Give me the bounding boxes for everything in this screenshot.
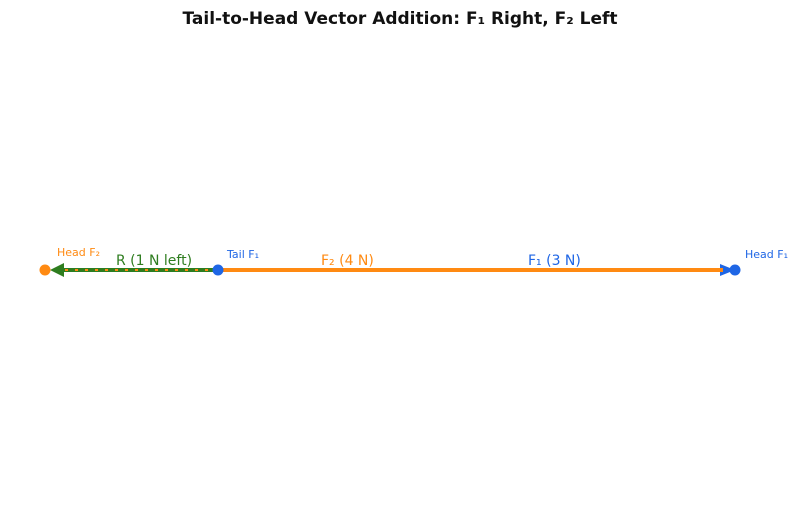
f1-label: F₁ (3 N) bbox=[528, 253, 581, 269]
f1-arrowhead-icon bbox=[720, 264, 735, 276]
head-f2-label: Head F₂ bbox=[57, 246, 100, 259]
head-f2-point bbox=[39, 264, 51, 276]
resultant-label: R (1 N left) bbox=[116, 253, 193, 269]
resultant-arrowhead-icon bbox=[50, 263, 64, 277]
tail-f1-point bbox=[212, 264, 224, 276]
tail-f1-label: Tail F₁ bbox=[227, 248, 259, 261]
head-f1-point bbox=[729, 264, 741, 276]
f2-label: F₂ (4 N) bbox=[321, 253, 374, 269]
diagram-title: Tail-to-Head Vector Addition: F₁ Right, … bbox=[182, 9, 618, 29]
head-f1-label: Head F₁ bbox=[745, 248, 788, 261]
